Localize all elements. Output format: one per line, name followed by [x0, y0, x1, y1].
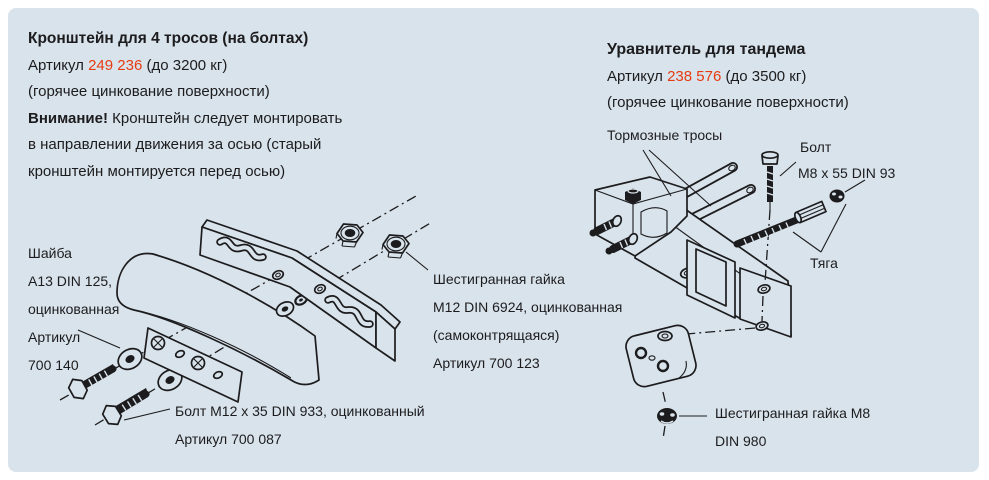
washer-icon	[117, 347, 143, 371]
catalog-panel	[8, 8, 979, 472]
nut-m8-label-line2: DIN 980	[715, 433, 767, 449]
article-suffix: (до 3200 кг)	[146, 57, 228, 74]
hex-bolt-m12-icon	[67, 364, 117, 400]
clamp-block	[625, 324, 697, 388]
bracket-plate	[199, 219, 401, 362]
nut-m8-label-line1: Шестигранная гайка М8	[715, 405, 871, 421]
shield-plate	[116, 252, 320, 403]
washer-label-line5: 700 140	[28, 357, 79, 373]
washer-label-line4: Артикул	[28, 329, 81, 345]
hex-nut-m12-icon	[381, 234, 410, 259]
washer-label-line2: А13 DIN 125,	[28, 273, 113, 289]
left-warning-line3: кронштейн монтируется перед осью)	[28, 163, 286, 180]
bolt-label-line2: Артикул 700 087	[175, 431, 282, 447]
left-article-line: Артикул 249 236 (до 3200 кг)	[28, 57, 227, 74]
hex-bolt-m12-icon	[101, 388, 150, 426]
bolt-m8-icon	[761, 150, 779, 210]
end-plate	[739, 267, 792, 338]
cables-label: Тормозные тросы	[607, 127, 723, 143]
left-title: Кронштейн для 4 тросов (на болтах)	[28, 30, 309, 47]
leader-lines	[642, 149, 866, 417]
right-coating: (горячее цинкование поверхности)	[607, 94, 849, 111]
nut-label-line2: М12 DIN 6924, оцинкованная	[433, 299, 623, 315]
bolt-label-line1: Болт М12 х 35 DIN 933, оцинкованный	[175, 403, 425, 419]
article-suffix: (до 3500 кг)	[725, 68, 807, 85]
right-title: Уравнитель для тандема	[607, 41, 806, 58]
right-article-line: Артикул 238 576 (до 3500 кг)	[607, 68, 806, 85]
washer-icon	[157, 368, 183, 392]
article-prefix: Артикул	[607, 68, 663, 85]
washer-label-line3: оцинкованная	[28, 301, 120, 317]
left-coating: (горячее цинкование поверхности)	[28, 83, 270, 100]
rod-label: Тяга	[810, 255, 838, 271]
nut-label-line1: Шестигранная гайка	[433, 271, 565, 287]
threaded-rod	[733, 189, 845, 248]
cable-block	[589, 176, 688, 257]
bolt-m8-label-line2: М8 х 55 DIN 93	[798, 165, 896, 181]
warning-rest: Кронштейн следует монтировать	[112, 110, 343, 127]
left-diagram-drawing	[59, 195, 433, 426]
left-warning-line1: Внимание! Кронштейн следует монтировать	[28, 110, 342, 127]
lock-nut-m8-icon	[657, 408, 677, 424]
hex-nut-m12-icon	[335, 223, 364, 248]
bolt-m8-label-line1: Болт	[800, 139, 832, 155]
strap-loop	[686, 239, 736, 319]
left-warning-line2: в направлении движения за осью (старый	[28, 136, 322, 153]
article-number: 238 576	[667, 68, 722, 85]
leader-lines	[77, 251, 429, 421]
right-diagram-drawing	[589, 149, 866, 440]
nut-label-line3: (самоконтрящаяся)	[433, 327, 560, 343]
article-prefix: Артикул	[28, 57, 84, 74]
washer-label-line1: Шайба	[28, 245, 72, 261]
nut-label-line4: Артикул 700 123	[433, 355, 540, 371]
article-number: 249 236	[88, 57, 143, 74]
washer-icon	[275, 294, 308, 317]
warning-bold: Внимание!	[28, 110, 108, 127]
